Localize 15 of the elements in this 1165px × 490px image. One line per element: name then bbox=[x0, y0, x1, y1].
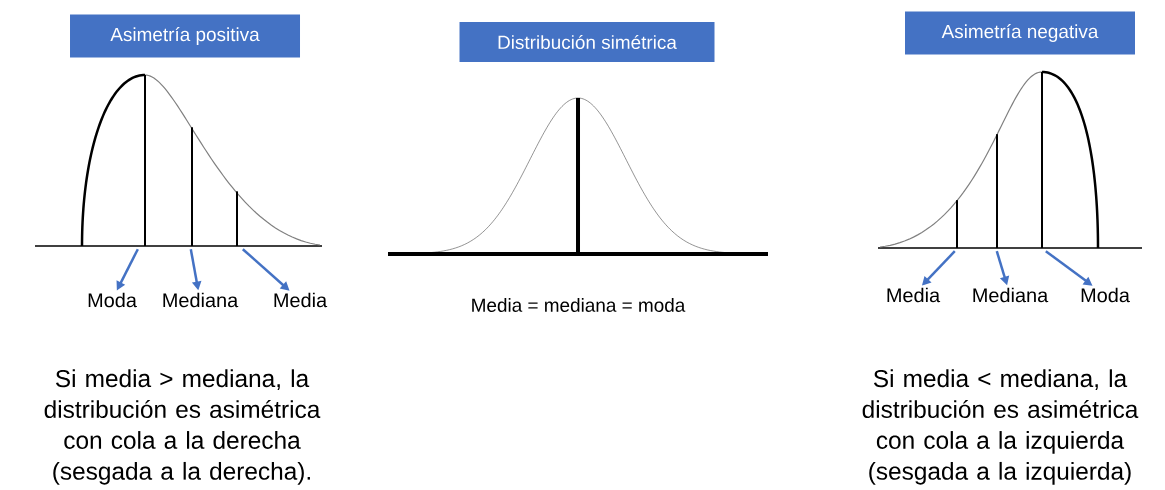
title-box: Asimetría negativa bbox=[905, 11, 1135, 55]
axis-label: Media bbox=[887, 287, 941, 303]
equation-text: Media = mediana = moda bbox=[472, 298, 686, 312]
skewed-curve-drawing bbox=[34, 73, 323, 247]
axis-label: Moda bbox=[88, 292, 137, 308]
bell-curve-drawing bbox=[388, 97, 768, 256]
axis-label: Mediana bbox=[973, 287, 1049, 303]
title-box: Asimetría positiva bbox=[70, 14, 300, 58]
skewed-curve-drawing bbox=[877, 70, 1143, 249]
description-text: Si media > mediana, la distribución es asimétrica con cola a la derecha (sesgada a la derecha). bbox=[44, 369, 321, 485]
axis-label: Mediana bbox=[163, 292, 239, 308]
axis-label: Moda bbox=[1081, 287, 1130, 303]
description-text: Si media < mediana, la distribución es asimétrica con cola a la izquierda (sesgada a la izquierda) bbox=[862, 369, 1139, 485]
axis-label: Media bbox=[274, 292, 328, 308]
title-box: Distribución simétrica bbox=[459, 22, 715, 62]
